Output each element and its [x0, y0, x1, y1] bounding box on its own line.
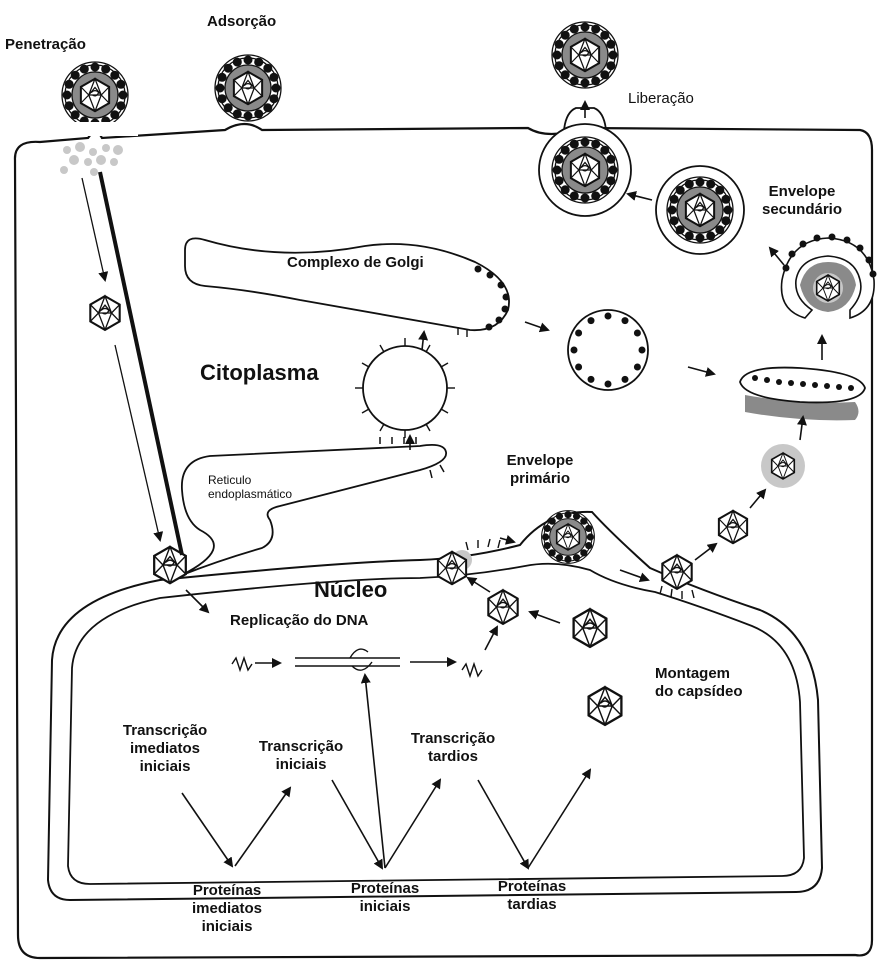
label-complexo-golgi: Complexo de Golgi	[287, 254, 424, 272]
label-proteinas-tardias: Proteínastardias	[487, 878, 577, 914]
label-reticulo-endoplasmatico: Reticuloendoplasmático	[208, 473, 292, 502]
label-proteinas-iniciais: Proteínasiniciais	[340, 880, 430, 916]
label-transcricao-iniciais: Transcriçãoiniciais	[256, 738, 346, 774]
cell-membrane	[15, 124, 872, 958]
label-liberacao: Liberação	[628, 90, 694, 108]
endoplasmic-reticulum	[182, 445, 446, 575]
label-transcricao-imediatos: Transcriçãoimediatosiniciais	[105, 722, 225, 776]
label-proteinas-imediatos: Proteínasimediatosiniciais	[172, 882, 282, 936]
label-adsorcao: Adsorção	[207, 13, 276, 31]
label-penetracao: Penetração	[5, 36, 86, 54]
golgi-vesicle	[568, 310, 648, 390]
label-replicacao-dna: Replicação do DNA	[230, 612, 368, 630]
virion-adsorcao	[215, 55, 281, 121]
er-golgi-vesicle	[363, 346, 447, 430]
label-envelope-primario: Envelopeprimário	[490, 452, 590, 488]
label-nucleo: Núcleo	[314, 577, 387, 603]
label-citoplasma: Citoplasma	[200, 360, 319, 386]
golgi-complex	[185, 238, 509, 330]
label-montagem-capsideo: Montagemdo capsídeo	[655, 665, 743, 701]
label-transcricao-tardios: Transcriçãotardios	[408, 730, 498, 766]
label-envelope-secundario: Envelopesecundário	[756, 183, 848, 219]
